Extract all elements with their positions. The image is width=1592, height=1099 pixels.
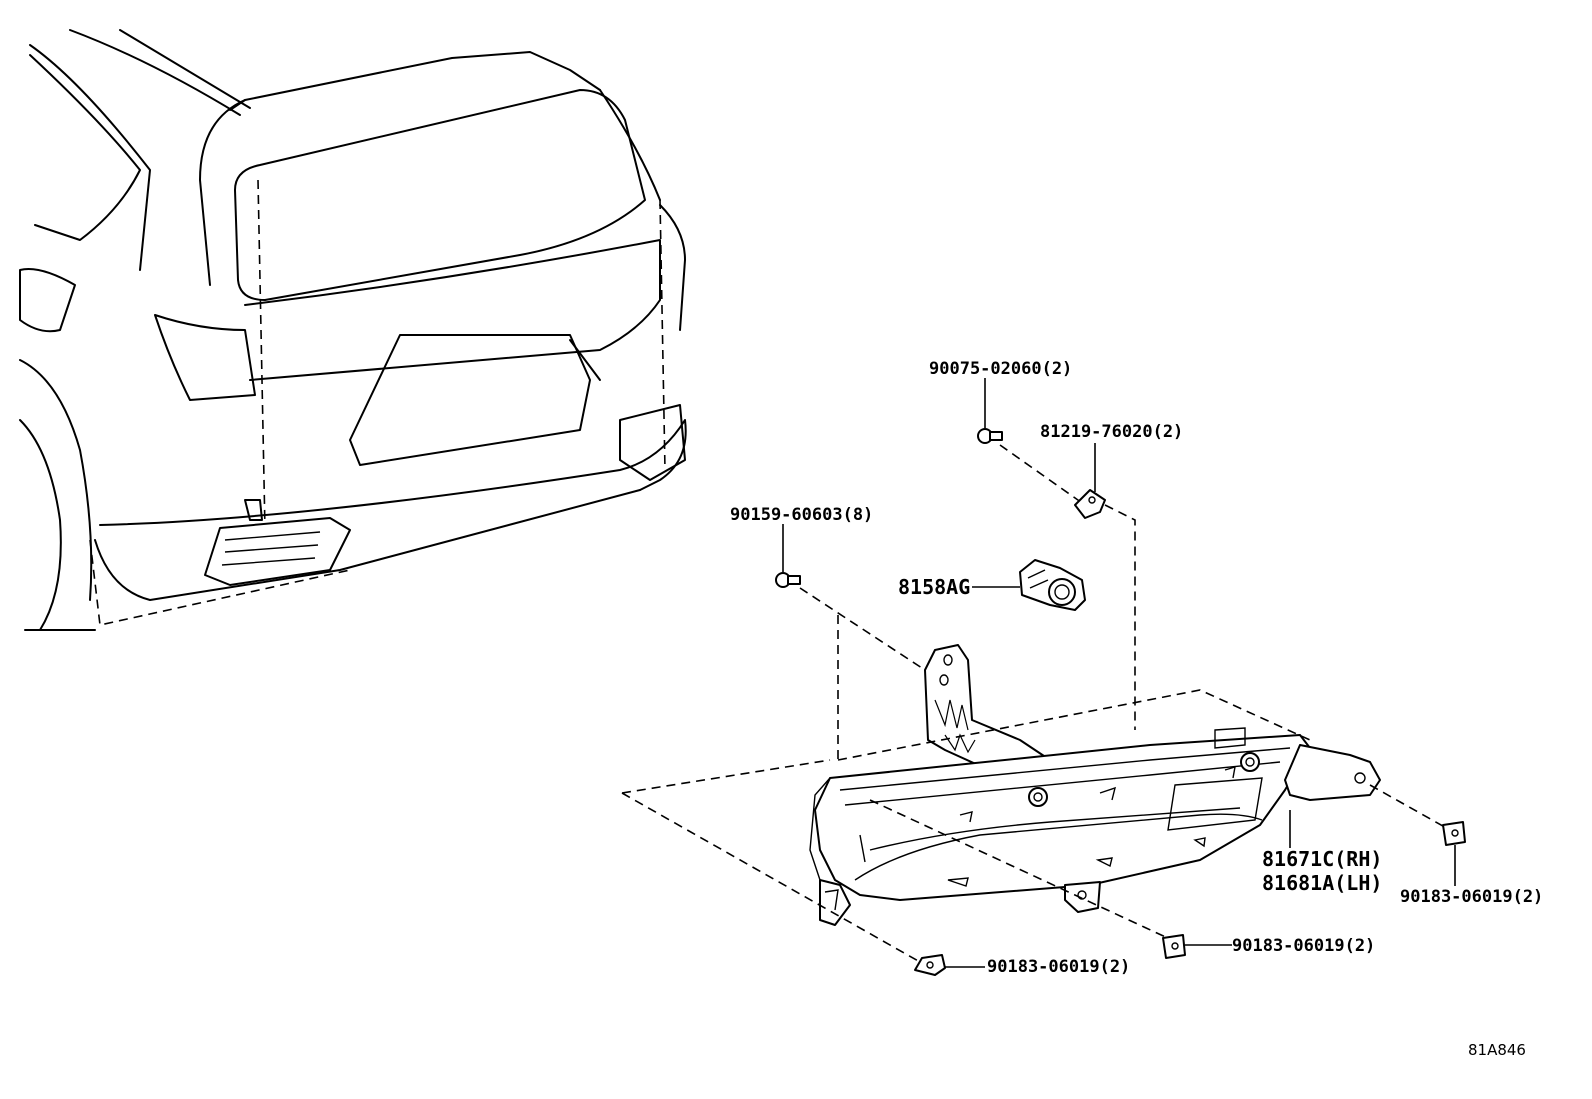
label-clip: 81219-76020(2) <box>1040 422 1183 442</box>
screw-90075-icon <box>977 428 1003 444</box>
nut-right-icon <box>1442 821 1466 846</box>
screw-90159-icon <box>775 572 801 588</box>
label-screw-left: 90159-60603(8) <box>730 505 873 525</box>
label-socket: 8158AG <box>898 575 970 599</box>
label-nut-mid: 90183-06019(2) <box>1232 936 1375 956</box>
nut-mid-icon <box>1162 934 1186 959</box>
clip-81219-icon <box>1074 489 1106 519</box>
label-lamp-lh: 81681A(LH) <box>1262 871 1382 895</box>
label-lamp-rh: 81671C(RH) <box>1262 847 1382 871</box>
vehicle-rear-illustration <box>19 29 687 631</box>
label-screw-top: 90075-02060(2) <box>929 359 1072 379</box>
label-nut-right: 90183-06019(2) <box>1400 887 1543 907</box>
label-nut-bottom: 90183-06019(2) <box>987 957 1130 977</box>
lamp-assembly-icon <box>809 644 1381 926</box>
socket-8158ag-icon <box>1019 559 1086 611</box>
diagram-code: 81A846 <box>1468 1041 1526 1059</box>
nut-bottom-icon <box>914 954 946 976</box>
